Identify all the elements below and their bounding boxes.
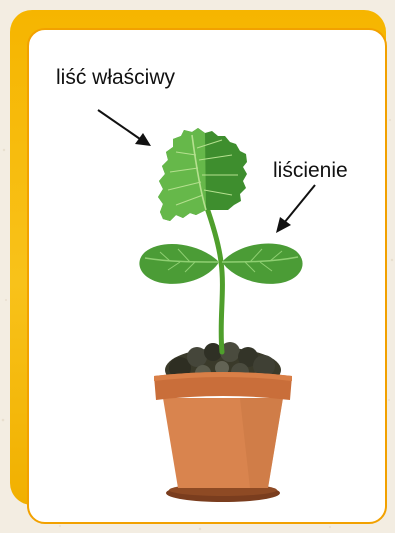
true-leaf (158, 128, 247, 221)
arrow-icon (98, 110, 151, 146)
stem (206, 205, 222, 352)
cotyledon-right (222, 243, 303, 283)
label-cotyledons: liścienie (273, 159, 348, 183)
label-true-leaf: liść właściwy (56, 66, 175, 90)
arrow-icon (276, 185, 315, 233)
cotyledon-left (139, 244, 219, 284)
